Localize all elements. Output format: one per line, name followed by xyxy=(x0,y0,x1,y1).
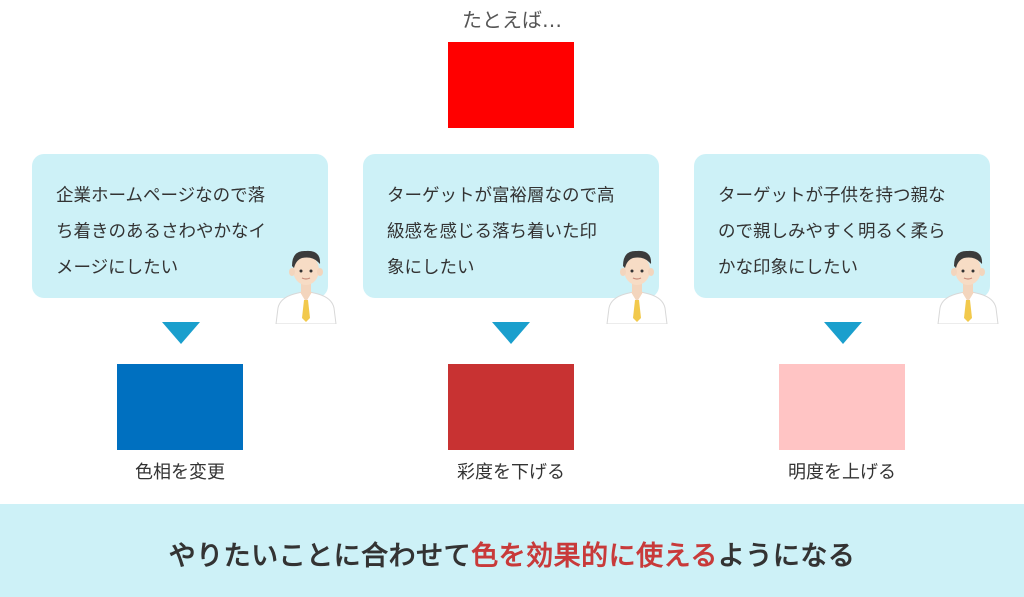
scenario-text-2: ターゲットが富裕層なので高 級感を感じる落ち着いた印 象にしたい xyxy=(387,186,615,278)
summary-text: やりたいことに合わせて色を効果的に使えるようになる xyxy=(168,541,856,572)
result-color-swatch-1 xyxy=(117,364,243,450)
down-arrow-icon xyxy=(824,322,862,344)
original-color-swatch xyxy=(448,42,574,128)
scenario-text-1: 企業ホームページなので落 ち着きのあるさわやかなイ メージにしたい xyxy=(56,186,266,278)
scenario-bubble-1: 企業ホームページなので落 ち着きのあるさわやかなイ メージにしたい xyxy=(32,154,328,298)
down-arrow-icon xyxy=(162,322,200,344)
scenario-text-3: ターゲットが子供を持つ親な ので親しみやすく明るく柔ら かな印象にしたい xyxy=(718,186,946,278)
scenario-bubble-2: ターゲットが富裕層なので高 級感を感じる落ち着いた印 象にしたい xyxy=(363,154,659,298)
result-label-1: 色相を変更 xyxy=(135,462,225,483)
summary-banner: やりたいことに合わせて色を効果的に使えるようになる xyxy=(0,504,1024,597)
summary-highlight: 色を効果的に使える xyxy=(471,541,718,572)
result-color-swatch-3 xyxy=(779,364,905,450)
result-label-3: 明度を上げる xyxy=(788,462,896,483)
scenario-bubble-3: ターゲットが子供を持つ親な ので親しみやすく明るく柔ら かな印象にしたい xyxy=(694,154,990,298)
down-arrow-icon xyxy=(492,322,530,344)
intro-text: たとえば… xyxy=(462,8,562,32)
result-color-swatch-2 xyxy=(448,364,574,450)
businessman-icon xyxy=(937,250,999,324)
businessman-icon xyxy=(606,250,668,324)
result-label-2: 彩度を下げる xyxy=(457,462,565,483)
businessman-icon xyxy=(275,250,337,324)
